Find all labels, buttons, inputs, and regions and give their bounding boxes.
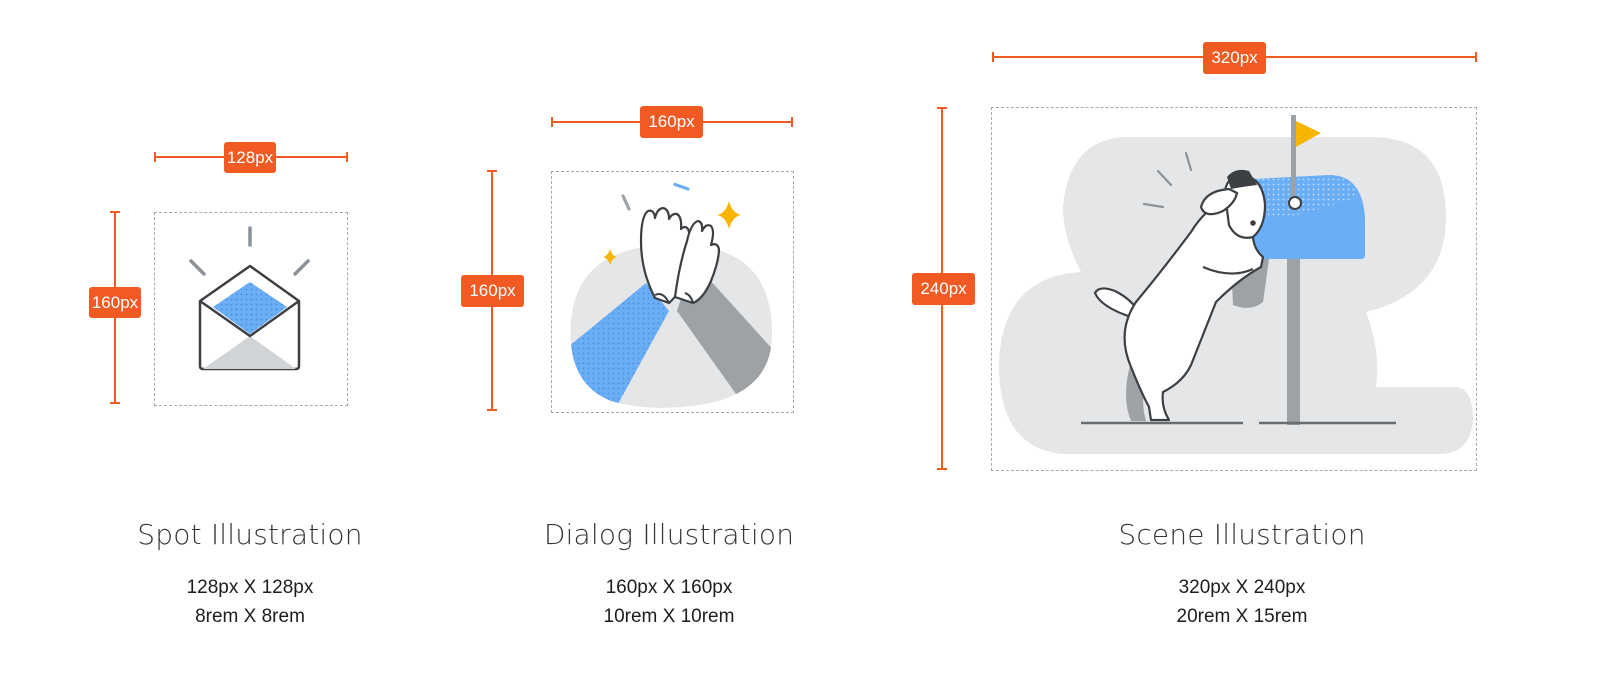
dialog-title: Dialog Illustration bbox=[543, 518, 795, 551]
scene-width-tick-left bbox=[992, 52, 994, 62]
dog-mailbox-icon bbox=[999, 115, 1473, 454]
spot-height-badge: 160px bbox=[89, 287, 141, 318]
scene-width-badge: 320px bbox=[1203, 42, 1266, 74]
scene-height-badge: 240px bbox=[912, 273, 975, 305]
spot-px-dimensions: 128px X 128px bbox=[186, 577, 314, 598]
scene-width-tick-right bbox=[1475, 52, 1477, 62]
scene-height-tick-top bbox=[937, 107, 947, 109]
scene-rem-dimensions: 20rem X 15rem bbox=[1176, 606, 1308, 627]
dialog-width-tick-left bbox=[551, 117, 553, 127]
spot-width-tick-left bbox=[154, 152, 156, 162]
dialog-rem-dimensions: 10rem X 10rem bbox=[603, 606, 735, 627]
dialog-height-badge: 160px bbox=[461, 275, 524, 307]
dialog-width-badge: 160px bbox=[640, 106, 703, 138]
high-five-icon bbox=[570, 182, 773, 408]
spot-title: Spot Illustration bbox=[137, 518, 363, 551]
scene-frame bbox=[991, 107, 1477, 471]
spot-width-badge: 128px bbox=[224, 142, 276, 173]
scene-title: Scene Illustration bbox=[1118, 518, 1366, 551]
spot-height-tick-top bbox=[110, 211, 120, 213]
dialog-px-dimensions: 160px X 160px bbox=[605, 577, 733, 598]
spot-frame bbox=[154, 212, 348, 406]
spot-height-tick-bottom bbox=[110, 402, 120, 404]
open-envelope-icon bbox=[189, 226, 310, 371]
scene-px-dimensions: 320px X 240px bbox=[1178, 577, 1306, 598]
dialog-frame bbox=[551, 171, 794, 413]
spot-width-tick-right bbox=[346, 152, 348, 162]
dialog-height-tick-top bbox=[487, 170, 497, 172]
spot-rem-dimensions: 8rem X 8rem bbox=[195, 606, 305, 627]
dialog-width-tick-right bbox=[791, 117, 793, 127]
dialog-height-tick-bottom bbox=[487, 409, 497, 411]
scene-height-tick-bottom bbox=[937, 468, 947, 470]
